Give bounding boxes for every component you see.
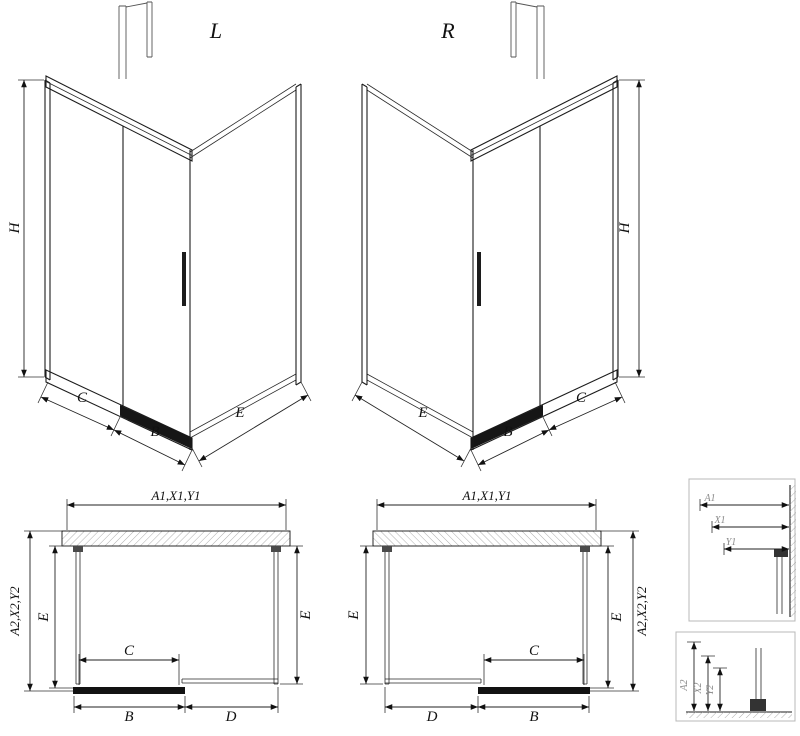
h-label-left: H bbox=[7, 221, 23, 234]
x2-detail-label: X2 bbox=[693, 682, 704, 694]
e-label-iso-right: E bbox=[417, 405, 427, 421]
variant-label-left: L bbox=[209, 18, 222, 43]
iso-view-left bbox=[18, 2, 311, 471]
y2-detail-label: Y2 bbox=[705, 685, 716, 696]
d-label-plan-left: D bbox=[225, 709, 237, 725]
y1-detail-label: Y1 bbox=[726, 537, 737, 548]
b-label-plan-right: B bbox=[529, 709, 538, 725]
detail-frame bbox=[675, 631, 796, 722]
a2-group-label-right: A2,X2,Y2 bbox=[634, 586, 649, 637]
d-label-plan-right: D bbox=[426, 709, 438, 725]
a1-detail-label: A1 bbox=[703, 493, 715, 504]
glass-section bbox=[776, 549, 783, 614]
h-label-right: H bbox=[617, 221, 633, 234]
plan-view-right bbox=[360, 499, 639, 713]
e-label-iso-left: E bbox=[234, 405, 244, 421]
e-label-plan-right-outer: E bbox=[609, 612, 625, 622]
labels: L R H H C B E C B E A1,X1,Y1 A2,X2,Y2 E … bbox=[7, 18, 736, 725]
profile-section bbox=[750, 699, 766, 711]
c-label-iso-left: C bbox=[77, 390, 88, 406]
c-label-iso-right: C bbox=[576, 390, 587, 406]
e-label-plan-right-inner: E bbox=[346, 610, 362, 620]
a1-group-label-left: A1,X1,Y1 bbox=[150, 488, 200, 503]
c-label-plan-right: C bbox=[529, 643, 540, 659]
e-label-plan-left-inner: E bbox=[298, 610, 314, 620]
a2-detail-label: A2 bbox=[679, 679, 690, 691]
a1-group-label-right: A1,X1,Y1 bbox=[461, 488, 511, 503]
x1-detail-label: X1 bbox=[713, 515, 725, 526]
profile-section bbox=[774, 549, 788, 557]
e-label-plan-left-outer: E bbox=[36, 612, 52, 622]
wall-hatch bbox=[686, 712, 792, 718]
b-label-iso-right: B bbox=[503, 424, 512, 440]
wall-hatch bbox=[790, 485, 796, 617]
plan-view-left bbox=[24, 499, 303, 713]
b-label-plan-left: B bbox=[124, 709, 133, 725]
a2-group-label-left: A2,X2,Y2 bbox=[7, 586, 22, 637]
c-label-plan-left: C bbox=[124, 643, 135, 659]
detail-depth-adjustment bbox=[675, 631, 796, 722]
variant-label-right: R bbox=[440, 18, 455, 43]
iso-view-right bbox=[352, 2, 645, 471]
b-label-iso-left: B bbox=[150, 424, 159, 440]
detail-extension-ticks bbox=[687, 641, 727, 669]
detail-width-adjustment bbox=[688, 478, 796, 622]
